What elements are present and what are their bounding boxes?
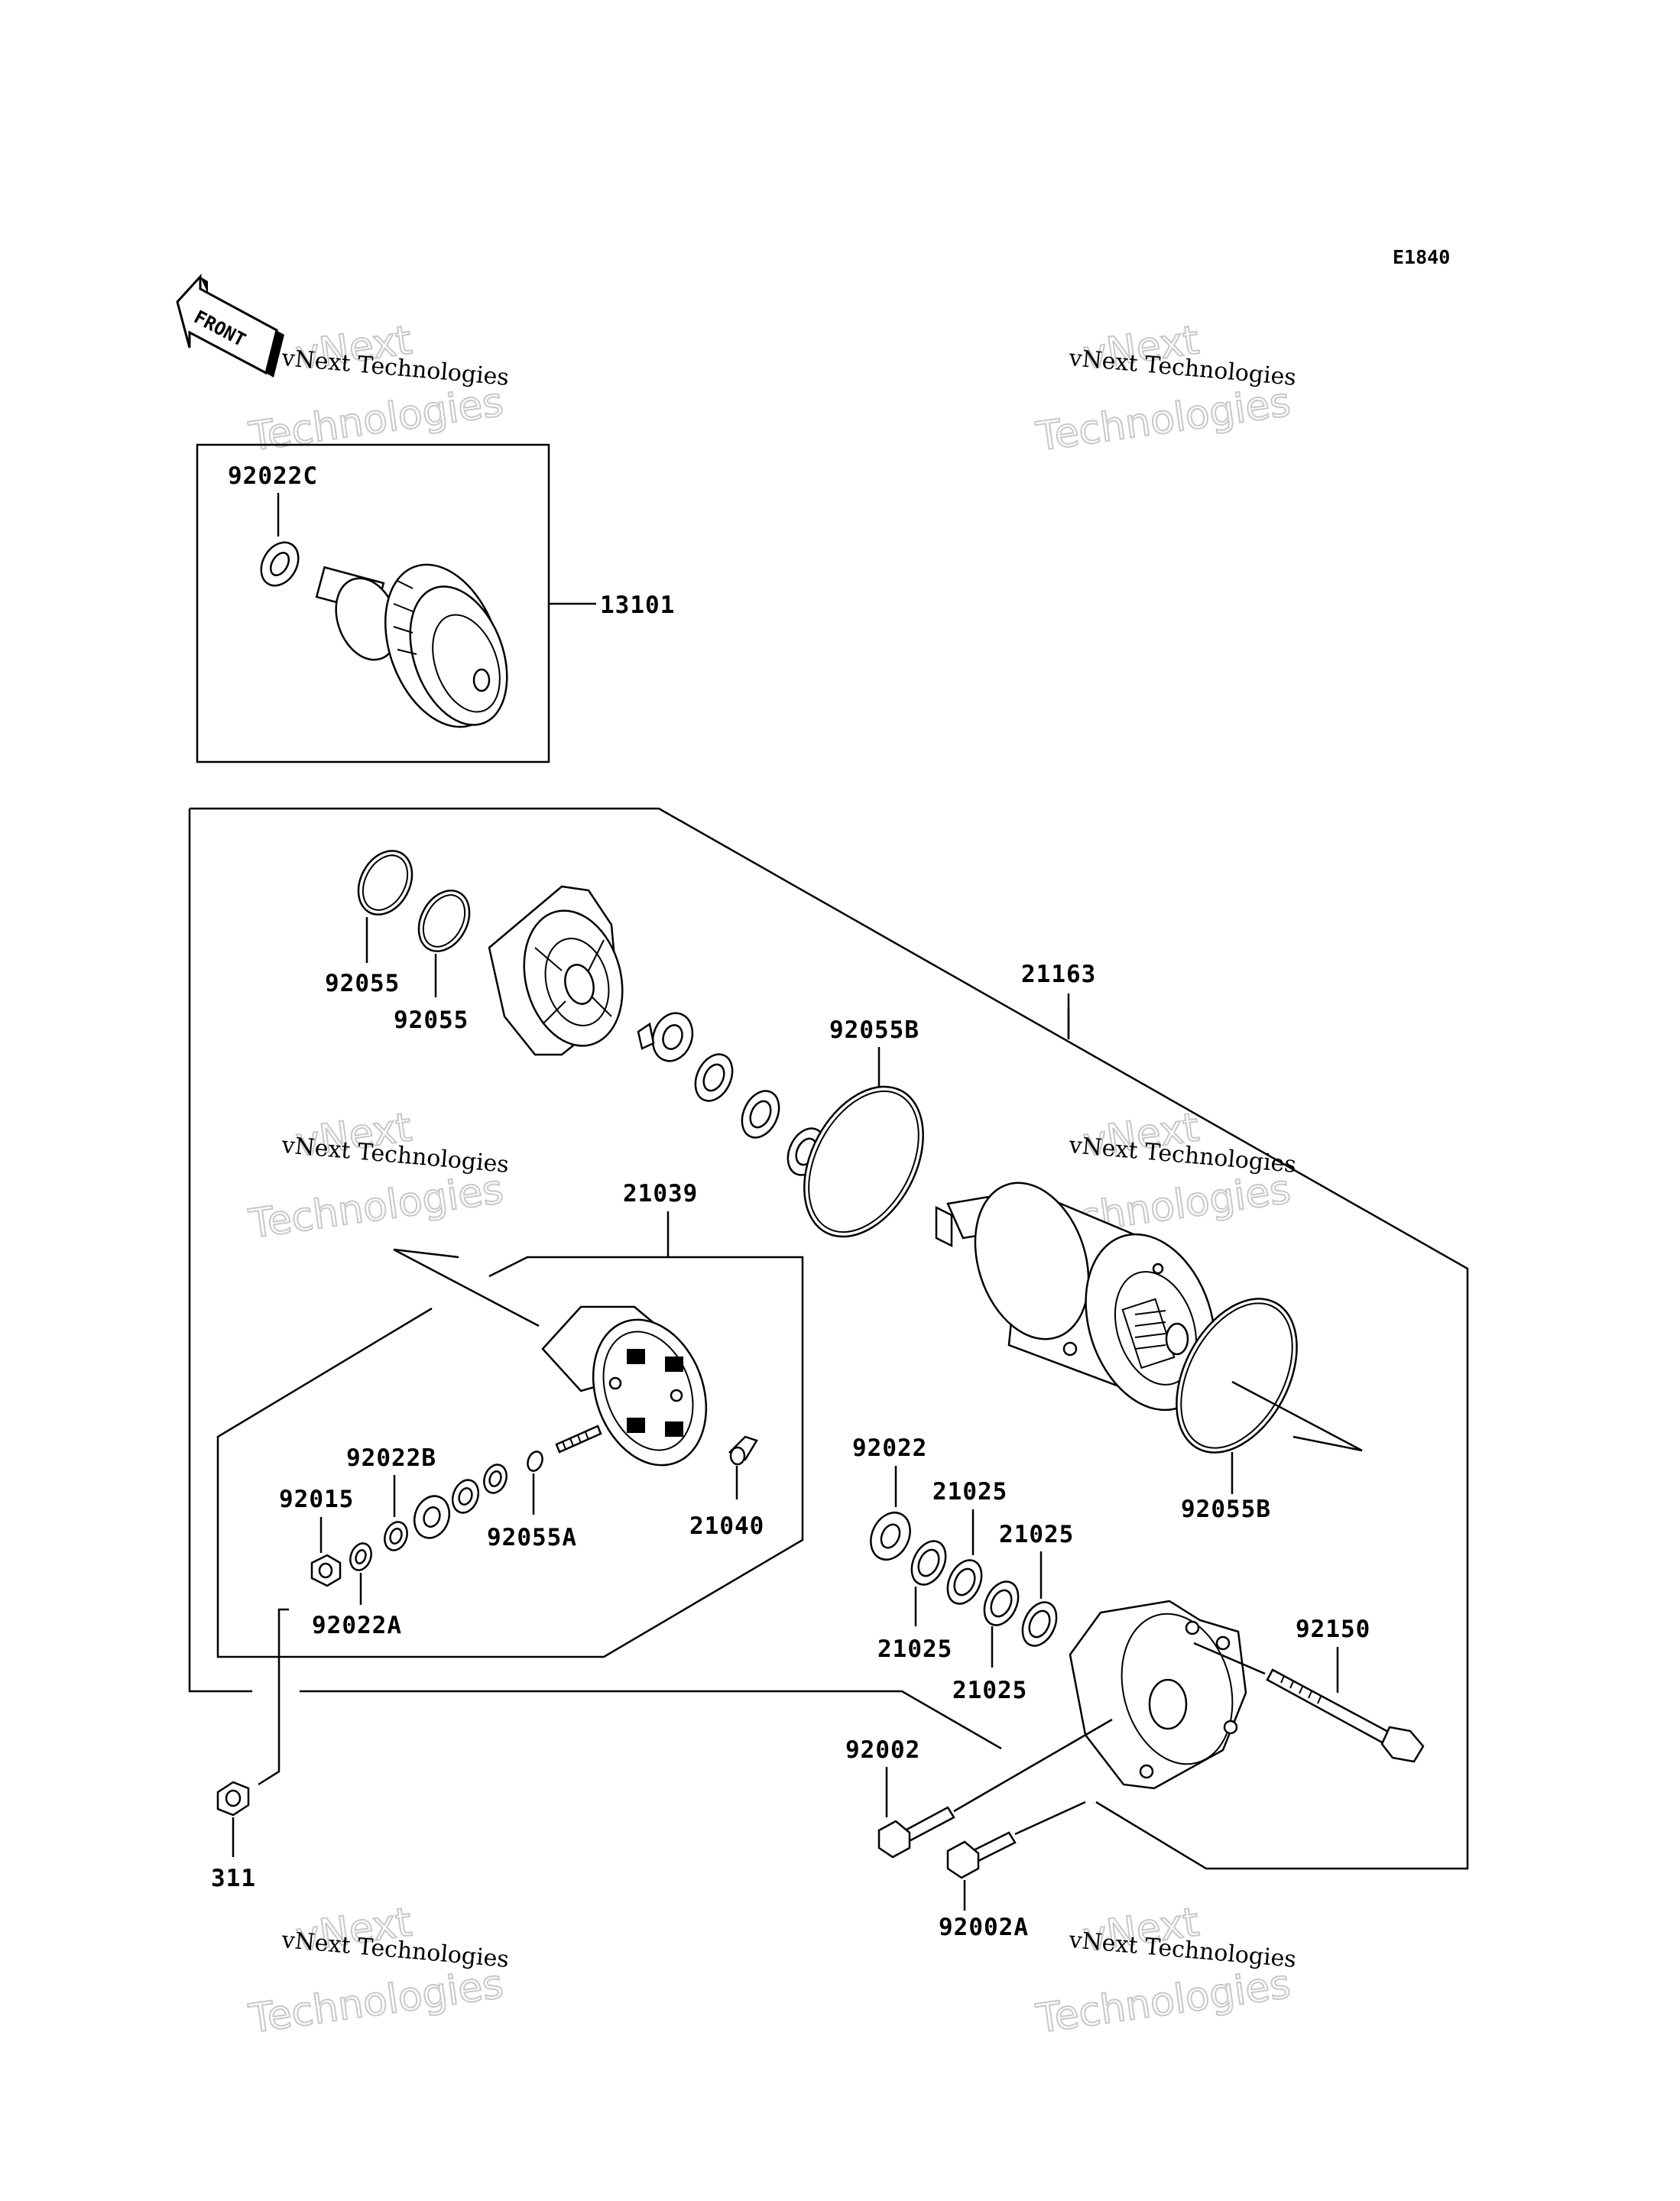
lock-plate <box>637 1012 694 1062</box>
washer-92022 <box>870 1512 911 1561</box>
diagram-code: E1840 <box>1393 246 1450 268</box>
label-21025-c: 21025 <box>877 1635 952 1663</box>
o-ring-92055-b <box>417 890 471 952</box>
label-92002a: 92002A <box>939 1914 1029 1941</box>
rear-end-cover <box>1069 1600 1247 1790</box>
washer-92022c <box>260 541 300 587</box>
starter-clutch-assembly <box>315 563 508 728</box>
brush-holder-assembly <box>541 1305 708 1467</box>
o-ring-92055a <box>527 1451 543 1472</box>
washer-92022a <box>349 1542 372 1571</box>
label-92022a: 92022A <box>312 1612 402 1639</box>
watermark-big-2: Technologies <box>246 1961 506 2042</box>
starter-motor-outline <box>190 807 1469 1870</box>
o-ring-92055-a <box>357 850 414 916</box>
label-21040: 21040 <box>689 1512 764 1540</box>
label-92055-b: 92055 <box>394 1006 469 1034</box>
brush-holder-box <box>216 1256 804 1658</box>
label-92055-a: 92055 <box>325 970 400 997</box>
label-21039: 21039 <box>623 1180 698 1207</box>
label-21163: 21163 <box>1021 961 1096 988</box>
watermark-big-2: Technologies <box>1033 379 1293 460</box>
starter-yoke <box>935 1182 1216 1412</box>
washer-92022b <box>384 1521 408 1551</box>
label-13101: 13101 <box>600 592 675 619</box>
bolt-92150 <box>1266 1668 1425 1763</box>
nut-92015 <box>310 1554 342 1587</box>
label-92022: 92022 <box>852 1434 927 1462</box>
watermark-big-2: Technologies <box>246 1166 506 1247</box>
bolt-92002a <box>946 1831 1017 1879</box>
watermark-big-2: Technologies <box>246 379 506 460</box>
label-92150: 92150 <box>1296 1616 1370 1643</box>
label-92022c: 92022C <box>228 462 318 490</box>
terminal-bolt <box>555 1425 602 1454</box>
washer-row-brush <box>413 1464 508 1539</box>
label-21025-a: 21025 <box>932 1478 1007 1506</box>
label-92015: 92015 <box>279 1486 354 1513</box>
o-ring-92055b-top <box>803 1085 924 1238</box>
label-21025-d: 21025 <box>952 1677 1027 1704</box>
label-21025-b: 21025 <box>999 1521 1074 1548</box>
label-311: 311 <box>211 1865 256 1892</box>
bolt-92002 <box>877 1806 955 1859</box>
label-92022b: 92022B <box>346 1444 436 1472</box>
nut-311 <box>216 1781 250 1817</box>
front-end-cover <box>488 885 624 1056</box>
label-92055b-top: 92055B <box>829 1016 919 1044</box>
label-92002: 92002 <box>845 1736 920 1764</box>
clip-21040 <box>728 1435 758 1466</box>
washers-21025 <box>910 1540 1058 1647</box>
o-ring-92055b-bottom <box>1176 1298 1298 1454</box>
watermark-big-2: Technologies <box>1033 1961 1293 2042</box>
front-arrow-icon: FRONT <box>176 274 284 378</box>
label-92055a: 92055A <box>487 1524 577 1551</box>
label-92055b-bottom: 92055B <box>1181 1496 1271 1523</box>
